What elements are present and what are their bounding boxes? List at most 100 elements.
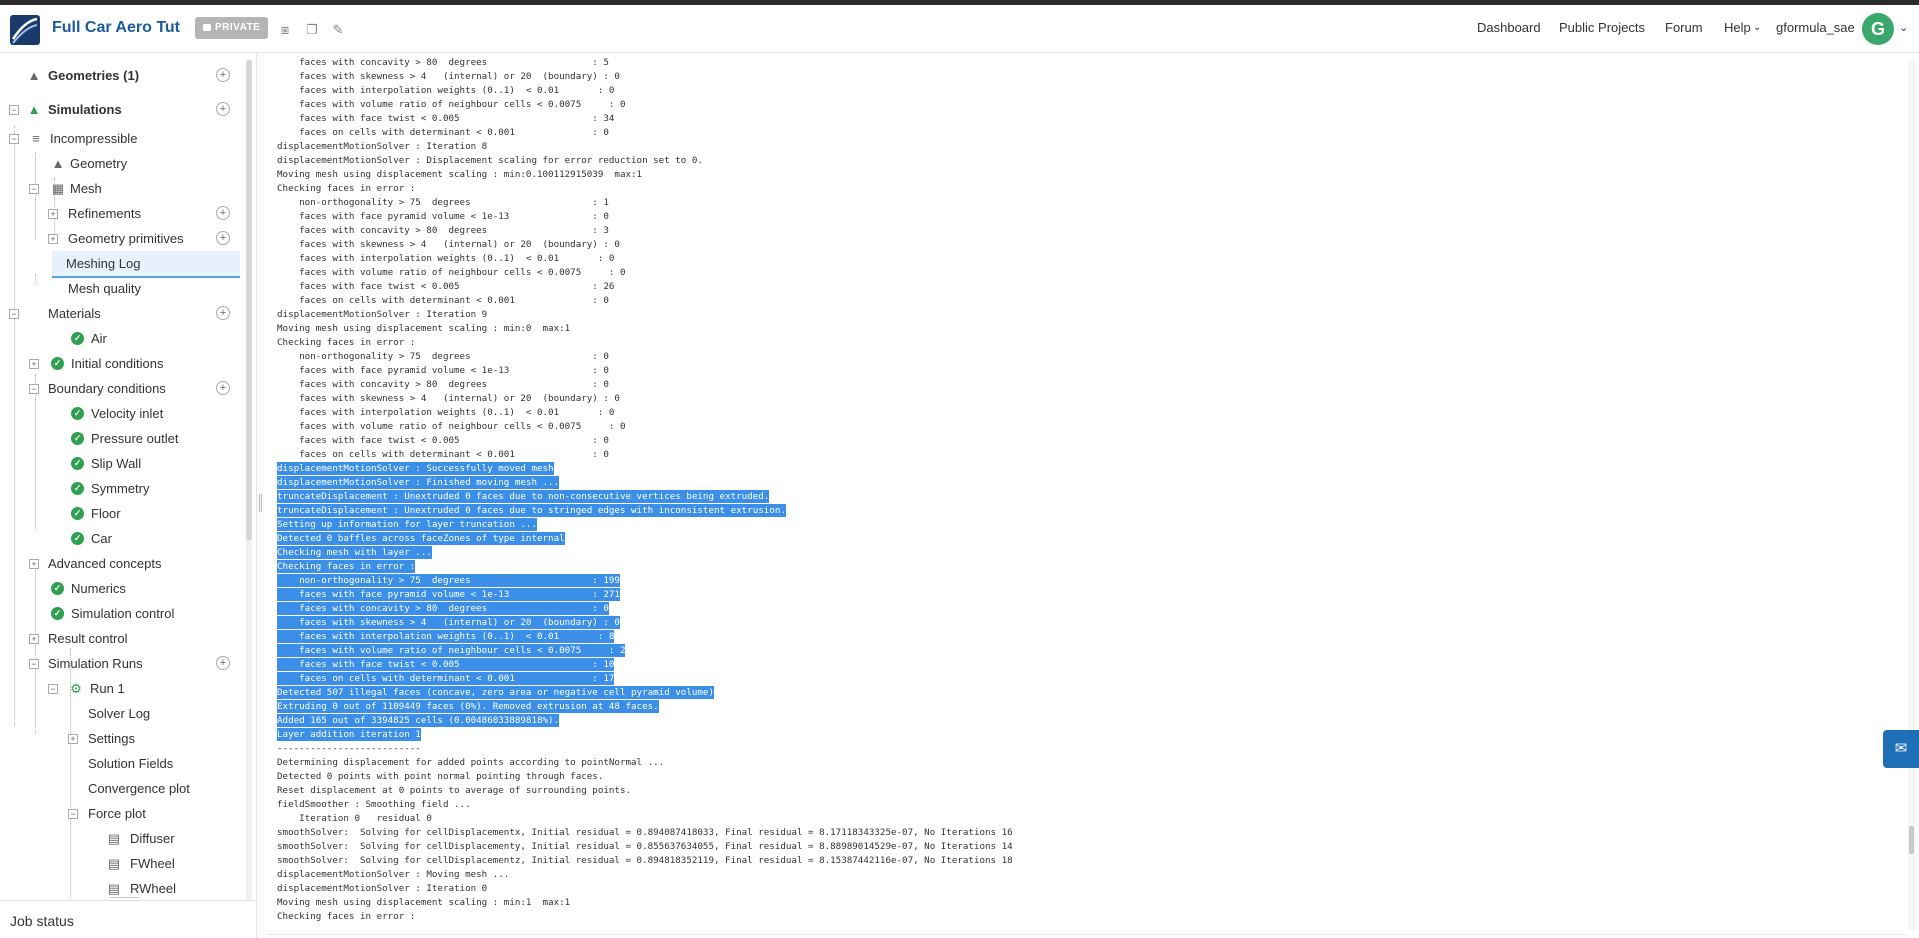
add-icon[interactable]: + [216,656,230,670]
collapse-icon[interactable]: − [29,659,39,669]
expand-icon[interactable]: + [48,234,58,244]
expand-icon[interactable]: + [68,734,78,744]
log-line: faces on cells with determinant < 0.001 … [277,449,609,460]
tree-item-advanced-concepts[interactable]: + Advanced concepts [0,551,240,576]
simscale-logo[interactable] [10,15,40,45]
tree-item-boundary-conditions[interactable]: − Boundary conditions + [0,376,240,401]
tree-item-convergence-plot[interactable]: Convergence plot [0,776,240,801]
add-icon[interactable]: + [216,68,230,82]
collapse-icon[interactable]: − [48,684,58,694]
copy-icon[interactable]: ❐ [306,22,318,37]
nav-help[interactable]: Help [1724,20,1751,35]
tree-item-mesh[interactable]: − ▦ Mesh [0,176,240,201]
splitter-grip-icon[interactable] [259,494,262,512]
sidebar-scrollbar-thumb[interactable] [246,60,252,540]
tree-item-run-1[interactable]: − ⚙ Run 1 [0,676,240,701]
username[interactable]: gformula_sae [1776,20,1855,35]
tree-item-geometry[interactable]: ▲ Geometry [0,151,240,176]
collapse-icon[interactable]: − [29,384,39,394]
help-chevron-down-icon[interactable]: ⌄ [1753,22,1762,33]
add-icon[interactable]: + [216,306,230,320]
tree-item-pressure-outlet[interactable]: ✓ Pressure outlet [0,426,240,451]
tree-item-settings[interactable]: + Settings [0,726,240,751]
tree-guide [35,570,36,734]
log-line: fieldSmoother : Smoothing field ... [277,799,471,810]
tree-item-simulations[interactable]: − ▲ Simulations + [0,97,240,122]
tree-label: Refinements [68,206,141,221]
tree-label: Numerics [71,581,126,596]
log-line: Determining displacement for added point… [277,757,665,768]
nav-public-projects[interactable]: Public Projects [1559,20,1645,35]
tree-item-meshing-log[interactable]: Meshing Log [0,251,240,278]
tree-item-fwheel[interactable]: ▤ FWheel [0,851,240,876]
header: Full Car Aero Tut PRIVATE ⧆ ❐ ✎ Dashboar… [0,5,1919,53]
tree-label: Incompressible [50,131,138,146]
log-line: faces with concavity > 80 degrees : 0 [277,602,609,615]
tree-item-rwheel[interactable]: ▤ RWheel [0,876,240,900]
edit-icon[interactable]: ✎ [332,22,344,37]
tree-item-solution-fields[interactable]: Solution Fields [0,751,240,776]
log-line: truncateDisplacement : Unextruded 0 face… [277,504,786,517]
add-icon[interactable]: + [216,206,230,220]
check-icon: ✓ [71,457,84,470]
tree-item-slip-wall[interactable]: ✓ Slip Wall [0,451,240,476]
lock-icon [203,24,211,31]
tree-label: Result control [48,631,128,646]
tree-item-result-control[interactable]: + Result control [0,626,240,651]
log-scrollbar-thumb[interactable] [1909,826,1914,854]
log-line: Iteration 0 residual 0 [277,813,432,824]
tree-item-velocity-inlet[interactable]: ✓ Velocity inlet [0,401,240,426]
expand-icon[interactable]: + [29,634,39,644]
collapse-icon[interactable]: − [29,184,39,194]
tree-item-geometries[interactable]: ▲ Geometries (1) + [0,63,240,88]
expand-icon[interactable]: + [29,359,39,369]
tree-item-numerics[interactable]: ✓ Numerics [0,576,240,601]
tree-item-refinements[interactable]: + Refinements + [0,201,240,226]
chat-icon[interactable]: ✉ [1883,730,1919,768]
job-status-panel[interactable]: Job status [0,900,256,938]
avatar[interactable]: G [1862,13,1894,45]
log-line: Extruding 0 out of 1109449 faces (0%). R… [277,700,659,713]
log-line: displacementMotionSolver : Finished movi… [277,476,560,489]
expand-icon[interactable]: + [48,209,58,219]
share-icon[interactable]: ⧆ [280,22,290,37]
log-line: Checking faces in error : [277,911,416,922]
add-icon[interactable]: + [216,381,230,395]
avatar-chevron-down-icon[interactable]: ⌄ [1899,22,1909,34]
check-icon: ✓ [51,582,64,595]
expand-icon[interactable]: + [29,559,39,569]
collapse-icon[interactable]: − [9,105,19,115]
tree-item-diffuser[interactable]: ▤ Diffuser [0,826,240,851]
nav-forum[interactable]: Forum [1665,20,1703,35]
tree-item-geometry-primitives[interactable]: + Geometry primitives + [0,226,240,251]
tree-item-floor[interactable]: ✓ Floor [0,501,240,526]
bar-chart-icon: ▤ [107,856,121,871]
tree-item-incompressible[interactable]: − ≡ Incompressible [0,126,240,151]
project-title[interactable]: Full Car Aero Tut [52,19,180,36]
tree-item-simulation-control[interactable]: ✓ Simulation control [0,601,240,626]
tree-label: Floor [91,506,121,521]
tree-item-simulation-runs[interactable]: − Simulation Runs + [0,651,240,676]
tree-label: Geometry primitives [68,231,184,246]
tree-item-initial-conditions[interactable]: + ✓ Initial conditions [0,351,240,376]
add-icon[interactable]: + [216,102,230,116]
log-scrollbar[interactable] [1908,60,1916,930]
tree-item-solver-log[interactable]: Solver Log [0,701,240,726]
collapse-icon[interactable]: − [9,134,19,144]
tree-label: Slip Wall [91,456,142,471]
tree-item-force-plot[interactable]: − Force plot [0,801,240,826]
tree-item-air[interactable]: ✓ Air [0,326,240,351]
collapse-icon[interactable]: − [9,309,19,319]
bar-chart-icon: ▤ [107,831,121,846]
log-line: faces with concavity > 80 degrees : 5 [277,57,609,68]
meshing-log-output[interactable]: faces with concavity > 80 degrees : 5 fa… [266,54,1906,934]
geometry-icon: ▲ [51,156,65,171]
tree-item-car[interactable]: ✓ Car [0,526,240,551]
tree-item-mesh-quality[interactable]: Mesh quality [0,276,240,301]
tree-item-symmetry[interactable]: ✓ Symmetry [0,476,240,501]
panel-splitter[interactable] [256,54,264,938]
collapse-icon[interactable]: − [68,809,78,819]
tree-item-materials[interactable]: − Materials + [0,301,240,326]
add-icon[interactable]: + [216,231,230,245]
nav-dashboard[interactable]: Dashboard [1477,20,1541,35]
